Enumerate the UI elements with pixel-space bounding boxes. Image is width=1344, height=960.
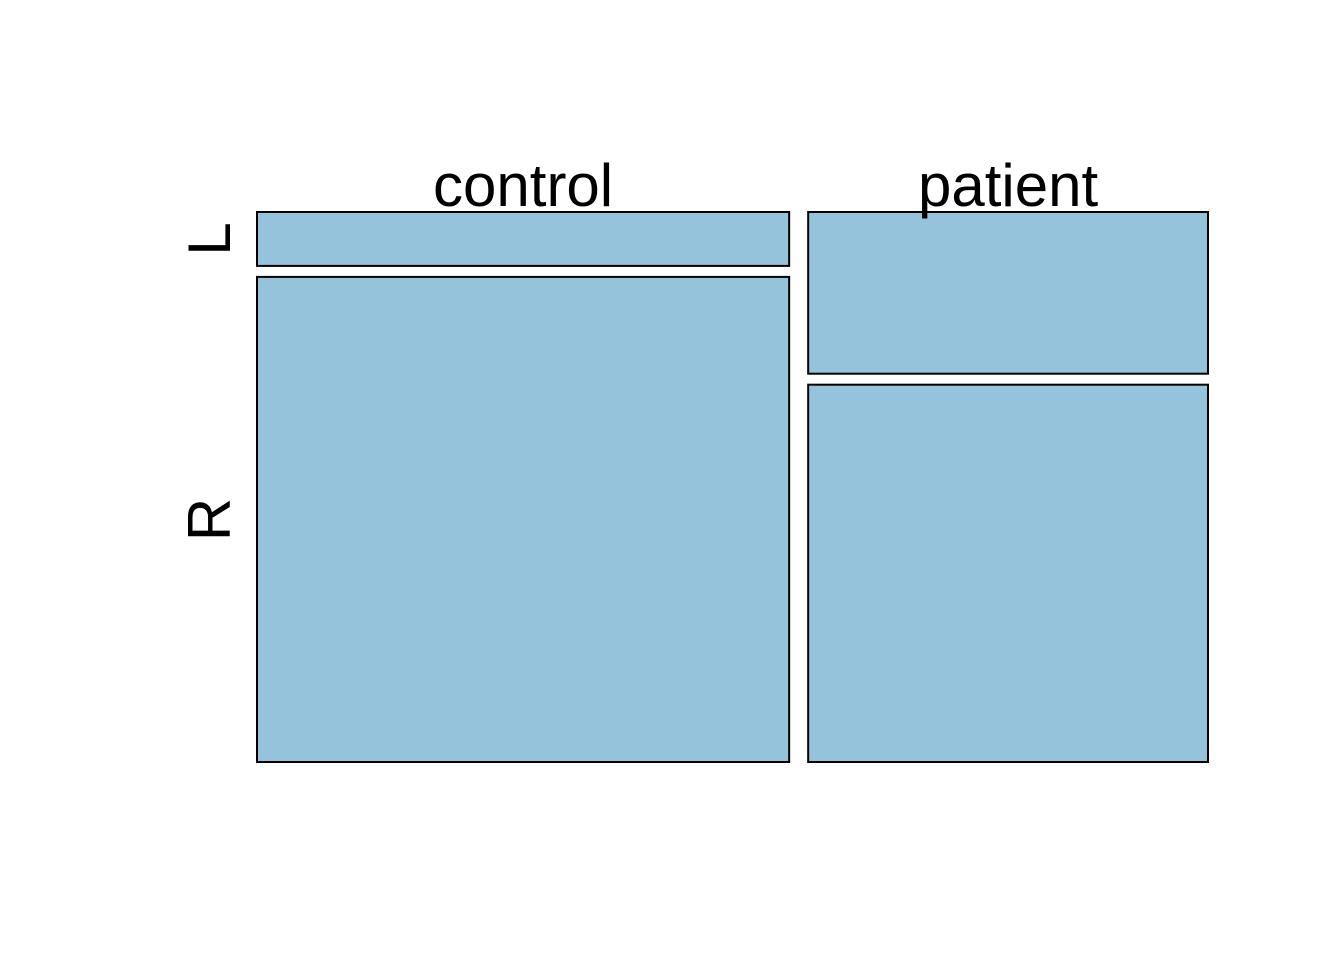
column-label-control: control: [433, 152, 613, 219]
tile-patient-r: [807, 383, 1209, 763]
tile-control-r: [256, 275, 791, 763]
row-labels: LR: [176, 222, 243, 541]
row-label-r: R: [176, 498, 243, 541]
column-labels: control patient: [433, 152, 1098, 219]
tile-patient-l: [807, 211, 1209, 375]
column-label-patient: patient: [918, 152, 1098, 219]
row-label-l: L: [176, 222, 243, 255]
mosaic-tiles: [256, 211, 1209, 763]
tile-control-l: [256, 211, 791, 267]
